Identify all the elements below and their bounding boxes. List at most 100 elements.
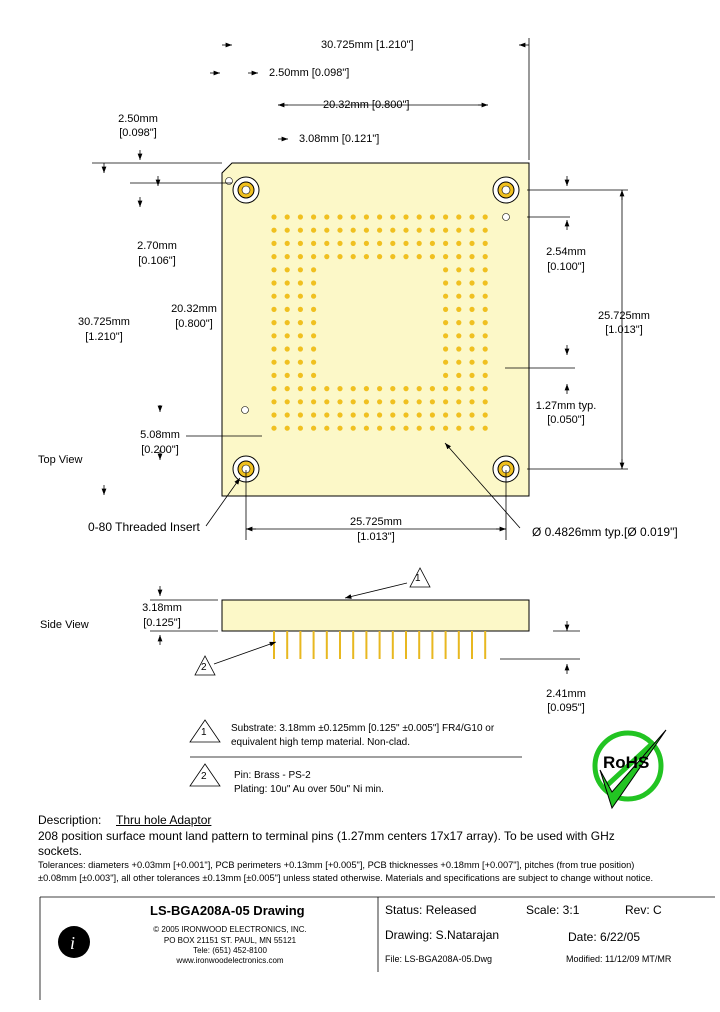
title-block — [39, 896, 715, 1000]
pad — [350, 425, 356, 431]
label-threaded-insert: 0-80 Threaded Insert — [88, 520, 200, 534]
pad — [416, 214, 422, 220]
dim-thickness-mm: 3.18mm — [142, 602, 182, 614]
pad — [324, 240, 330, 246]
pad — [271, 254, 277, 260]
website: www.ironwoodelectronics.com — [176, 956, 284, 965]
side-pin — [405, 631, 407, 659]
pad — [297, 214, 303, 220]
pad — [429, 240, 435, 246]
pad — [390, 227, 396, 233]
pad — [456, 333, 462, 339]
pad — [311, 425, 317, 431]
pad — [271, 280, 277, 286]
pad — [271, 359, 277, 365]
pad — [390, 214, 396, 220]
side-pin — [471, 631, 473, 659]
pad — [337, 254, 343, 260]
pad — [469, 372, 475, 378]
pad — [363, 227, 369, 233]
pad — [443, 240, 449, 246]
pad — [311, 214, 317, 220]
note-2-line1: Pin: Brass - PS-2 — [234, 770, 311, 781]
dim-pitch-in: [0.050"] — [547, 414, 585, 426]
alignment-hole-right — [502, 213, 510, 221]
pad — [482, 267, 488, 273]
pad — [482, 240, 488, 246]
pad — [456, 346, 462, 352]
pad — [443, 214, 449, 220]
pad — [311, 399, 317, 405]
side-pin — [299, 631, 302, 659]
pad — [311, 227, 317, 233]
rohs-text: RoHS — [603, 753, 650, 772]
pad — [297, 346, 303, 352]
pad — [297, 240, 303, 246]
pad — [469, 359, 475, 365]
pad — [377, 240, 383, 246]
pad — [363, 386, 369, 392]
pad — [311, 333, 317, 339]
pad — [271, 386, 277, 392]
pad — [456, 214, 462, 220]
pad — [390, 412, 396, 418]
side-pin — [325, 631, 328, 659]
side-pin — [312, 631, 315, 659]
pad — [297, 267, 303, 273]
pad — [377, 254, 383, 260]
dim-overall-width: 30.725mm [1.210"] — [321, 39, 414, 51]
pad — [469, 386, 475, 392]
pad — [469, 425, 475, 431]
pad — [443, 293, 449, 299]
pad — [297, 227, 303, 233]
note-1-number: 1 — [201, 727, 207, 738]
pad — [271, 214, 277, 220]
pad — [416, 254, 422, 260]
side-pin — [339, 631, 341, 659]
threaded-insert-top-left — [232, 176, 260, 204]
pad — [429, 412, 435, 418]
pad — [284, 227, 290, 233]
pad — [429, 386, 435, 392]
pad — [390, 425, 396, 431]
pad — [443, 412, 449, 418]
pad — [469, 412, 475, 418]
dim-insert-offset-top: 3.08mm [0.121"] — [299, 133, 380, 145]
pad — [456, 240, 462, 246]
threaded-insert-top-right — [492, 176, 520, 204]
dimension-lines — [92, 38, 628, 540]
dim-overall-height-mm: 30.725mm — [78, 316, 130, 328]
pad — [429, 425, 435, 431]
pad — [443, 399, 449, 405]
pad — [390, 240, 396, 246]
pad — [429, 399, 435, 405]
pad — [271, 227, 277, 233]
pad — [456, 306, 462, 312]
pad — [284, 280, 290, 286]
pad — [469, 214, 475, 220]
pad — [456, 386, 462, 392]
side-pin — [431, 631, 434, 659]
pad — [482, 386, 488, 392]
pad — [284, 320, 290, 326]
pad — [469, 306, 475, 312]
pad — [284, 399, 290, 405]
dim-insert-spacing-h-mm: 25.725mm — [350, 516, 402, 528]
dim-pin-length-in: [0.095"] — [547, 702, 585, 714]
copyright: © 2005 IRONWOOD ELECTRONICS, INC. — [153, 925, 307, 934]
pad — [284, 306, 290, 312]
pad — [456, 227, 462, 233]
pad — [297, 359, 303, 365]
pad — [284, 214, 290, 220]
pad — [297, 372, 303, 378]
side-pin — [286, 631, 289, 659]
pad — [324, 214, 330, 220]
dim-overall-height-in: [1.210"] — [85, 331, 123, 343]
pin1-marker — [225, 177, 233, 185]
pad — [284, 293, 290, 299]
board-top-view — [221, 162, 530, 497]
pad — [311, 254, 317, 260]
pad — [403, 214, 409, 220]
pad — [482, 359, 488, 365]
dim-pitch-mm: 1.27mm typ. — [535, 400, 597, 412]
